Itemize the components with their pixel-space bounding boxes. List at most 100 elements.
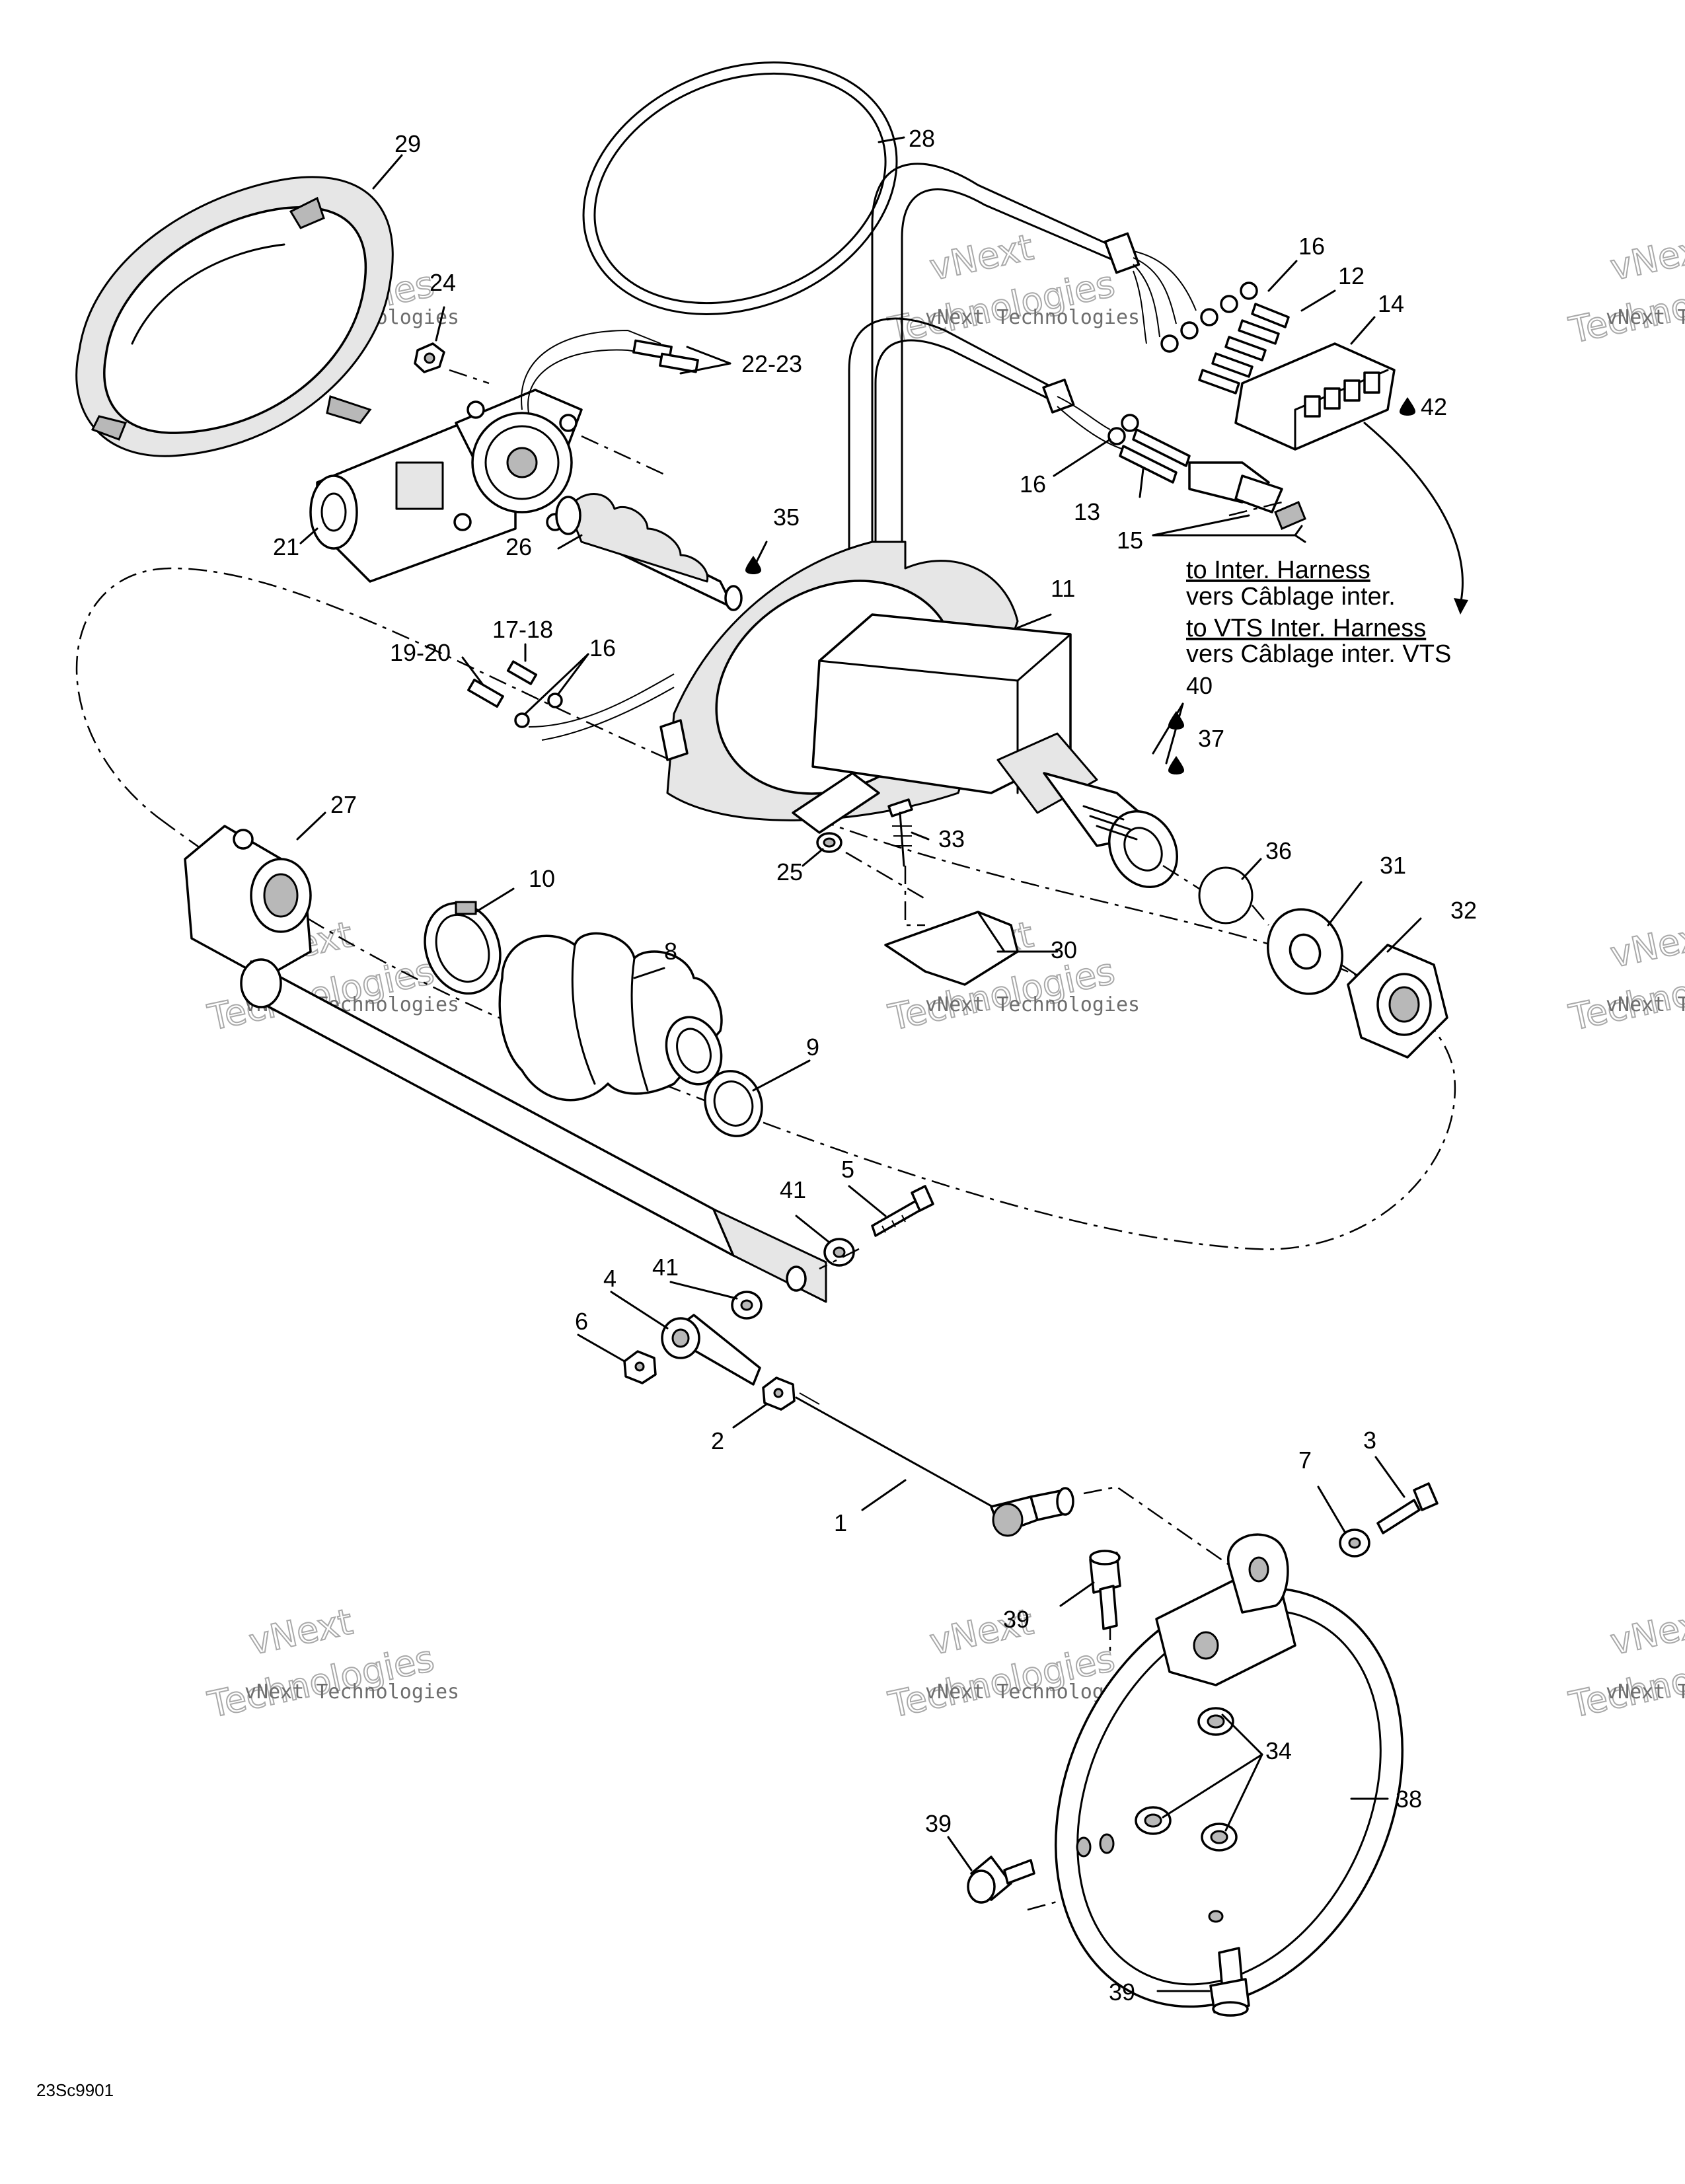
svg-text:vNext Technologies: vNext Technologies (925, 306, 1140, 329)
note-inter-harness-fr: vers Câblage inter. (1186, 583, 1396, 611)
svg-text:vNext: vNext (926, 226, 1037, 288)
svg-text:vNext: vNext (1607, 226, 1685, 288)
callout-15: 15 (1117, 527, 1143, 554)
leader-lines (296, 136, 1422, 1992)
note-vts-harness-en: to VTS Inter. Harness (1186, 615, 1426, 642)
callout-3: 3 (1363, 1427, 1376, 1454)
callout-25: 25 (776, 858, 803, 885)
callout-22-23: 22-23 (741, 350, 802, 377)
callout-31: 31 (1380, 852, 1406, 879)
washer-part-41-upper (823, 1238, 855, 1267)
svg-text:vNext Technologies: vNext Technologies (244, 1680, 459, 1704)
harness-cables (848, 163, 1141, 656)
screw-part-39-top (1089, 1550, 1121, 1630)
callout-41a: 41 (780, 1176, 806, 1203)
callout-39c: 39 (1109, 1978, 1135, 2006)
nut-part-32 (1347, 944, 1448, 1059)
svg-text:vNext Technologies: vNext Technologies (1606, 306, 1685, 329)
callout-38: 38 (1396, 1786, 1422, 1813)
callout-27: 27 (330, 791, 357, 818)
belt-part-28 (582, 61, 898, 315)
callout-16c: 16 (589, 634, 616, 661)
washer-part-31 (1266, 908, 1344, 995)
watermark: vNext Technologies vNext Technologies (1565, 1600, 1685, 1727)
callout-36: 36 (1265, 837, 1292, 864)
callout-30: 30 (1051, 936, 1077, 963)
bracket-assembly (816, 798, 1019, 986)
svg-text:vNext: vNext (246, 1600, 356, 1663)
pivot-arm-part-27 (184, 825, 827, 1303)
worm-gear-part-26 (555, 493, 743, 611)
ring-part-9 (704, 1070, 763, 1137)
note-vts-harness-fr: vers Câblage inter. VTS (1186, 640, 1451, 668)
callout-17-18: 17-18 (492, 616, 553, 643)
drop-icon (1168, 711, 1184, 730)
callout-26: 26 (506, 533, 532, 560)
callout-42: 42 (1421, 393, 1447, 420)
callout-14: 14 (1378, 290, 1404, 317)
watermark: vNext Technologies vNext Technologies (1565, 913, 1685, 1039)
callouts: 29 28 16 12 14 24 22-23 42 16 13 15 35 2… (273, 125, 1477, 2006)
callout-4: 4 (603, 1265, 617, 1292)
callout-19-20: 19-20 (390, 639, 451, 666)
watermark: vNext Technologies vNext Technologies (204, 1600, 459, 1727)
small-leads-group (467, 660, 675, 741)
washer-part-7 (1339, 1528, 1370, 1558)
drop-icon (1168, 756, 1184, 774)
callout-16a: 16 (1298, 233, 1325, 260)
boot-part-8 (498, 932, 723, 1102)
callout-11: 11 (1051, 575, 1075, 602)
svg-text:vNext Technologies: vNext Technologies (1606, 1680, 1685, 1704)
callout-8: 8 (664, 938, 677, 965)
nut-part-6 (623, 1350, 657, 1384)
callout-13: 13 (1074, 498, 1100, 525)
motor-part-21 (309, 329, 699, 583)
note-inter-harness-en: to Inter. Harness (1186, 556, 1370, 584)
harness-notes: to Inter. Harness vers Câblage inter. to… (1186, 556, 1451, 668)
watermark: vNext Technologies vNext Technologies (1565, 225, 1685, 352)
drop-icon (745, 556, 761, 574)
callout-9: 9 (806, 1034, 819, 1061)
callout-28: 28 (909, 125, 935, 152)
callout-32: 32 (1450, 897, 1477, 924)
callout-34: 34 (1265, 1737, 1292, 1764)
harness-arrows (1294, 422, 1468, 615)
screw-part-39-bottom (1209, 1947, 1250, 2017)
svg-text:vNext: vNext (1607, 1600, 1685, 1663)
watermark: vNext Technologies vNext Technologies (884, 225, 1140, 352)
svg-text:vNext: vNext (1607, 913, 1685, 975)
actuator-body-part-11 (659, 541, 1179, 888)
rod-end-part-4 (661, 1314, 761, 1386)
callout-5: 5 (841, 1156, 854, 1183)
callout-7: 7 (1298, 1447, 1312, 1474)
callout-40: 40 (1186, 672, 1213, 699)
bullet-connector-group (1057, 396, 1306, 530)
callout-33: 33 (938, 825, 965, 852)
callout-39a: 39 (1003, 1606, 1030, 1633)
watermark-group: vNext Technologies vNext Technologies vN… (204, 225, 1685, 1727)
callout-39b: 39 (925, 1810, 952, 1837)
terminals-part-12 (1198, 303, 1290, 395)
callout-1: 1 (834, 1509, 847, 1536)
callout-41b: 41 (652, 1254, 679, 1281)
drawing-code: 23Sc9901 (36, 2080, 114, 2100)
callout-35: 35 (773, 504, 800, 531)
nut-part-24 (414, 342, 445, 373)
callout-29: 29 (394, 130, 421, 157)
connector-housing-part-14 (1234, 342, 1396, 451)
svg-text:vNext Technologies: vNext Technologies (1606, 993, 1685, 1016)
callout-10: 10 (529, 865, 555, 892)
callout-6: 6 (575, 1308, 588, 1335)
cover-part-29 (75, 176, 394, 457)
callout-12: 12 (1338, 262, 1365, 289)
o-ring-part-36 (1198, 866, 1254, 924)
washer-part-41-lower (731, 1291, 763, 1320)
bolt-part-3 (1376, 1482, 1439, 1534)
clamp-part-10 (424, 901, 502, 995)
connector-wires (1133, 250, 1258, 353)
callout-21: 21 (273, 533, 299, 560)
cable-part-1 (795, 1392, 1074, 1537)
callout-24: 24 (430, 269, 456, 296)
callout-37: 37 (1198, 725, 1224, 752)
